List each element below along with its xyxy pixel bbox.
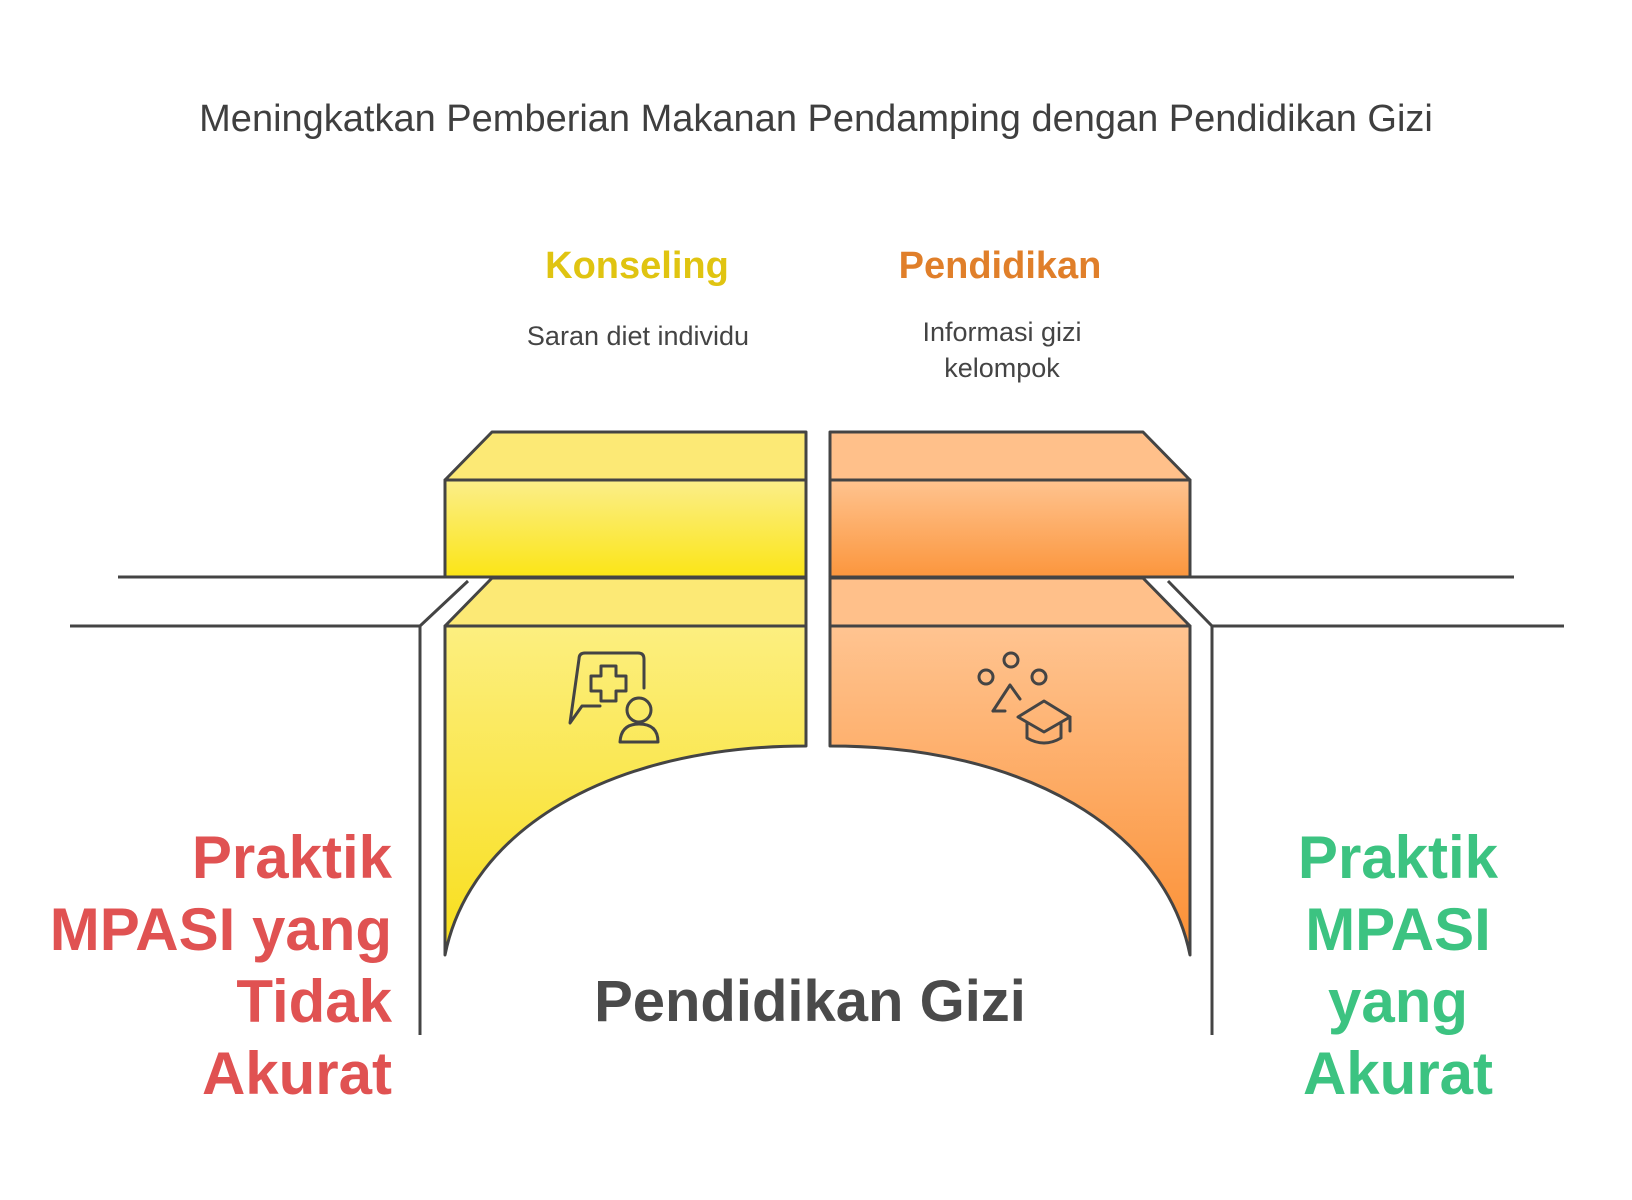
counseling-icon bbox=[568, 651, 660, 744]
ground-lower-left bbox=[70, 579, 470, 1035]
page-title: Meningkatkan Pemberian Makanan Pendampin… bbox=[199, 98, 1433, 140]
pendidikan-title: Pendidikan bbox=[898, 245, 1102, 287]
pendidikan-description: Informasi gizi kelompok bbox=[922, 317, 1082, 383]
ground-lower-right bbox=[1166, 579, 1564, 1035]
konseling-pillar bbox=[443, 430, 808, 957]
konseling-title: Konseling bbox=[545, 245, 729, 287]
konseling-description: Saran diet individu bbox=[526, 321, 750, 351]
pendidikan-pillar bbox=[828, 430, 1192, 957]
left-side-label: Praktik MPASI yang Tidak Akurat bbox=[49, 824, 392, 1107]
education-icon bbox=[977, 651, 1072, 745]
right-side-label: Praktik MPASI yang Akurat bbox=[1297, 824, 1499, 1107]
bridge-label: Pendidikan Gizi bbox=[594, 969, 1026, 1034]
